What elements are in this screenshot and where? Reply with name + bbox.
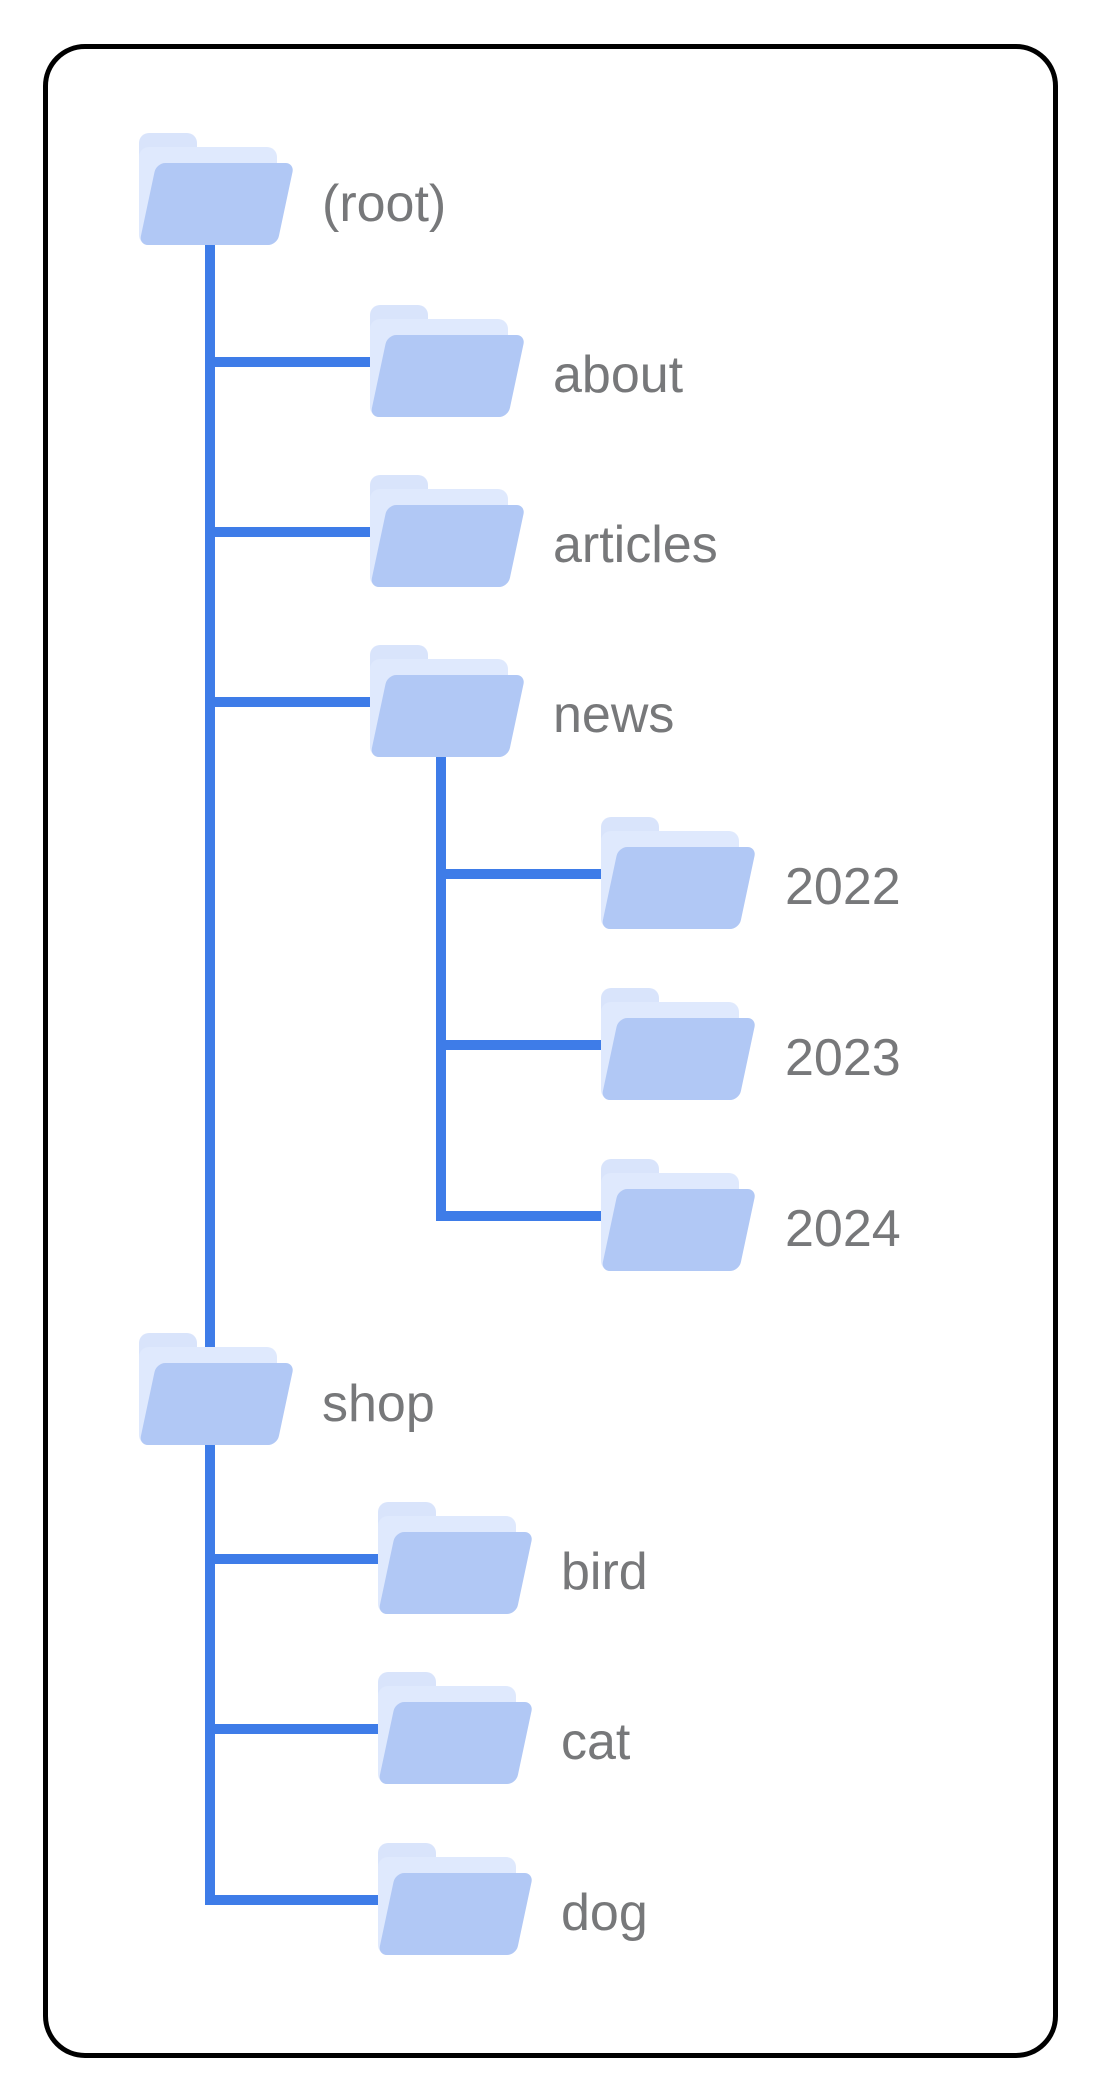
folder-label-cat: cat	[561, 1713, 631, 1771]
folder-front	[370, 505, 526, 587]
folder-front	[601, 1189, 757, 1271]
folder-front	[378, 1702, 534, 1784]
folder-icon-cat	[378, 1672, 534, 1784]
folder-icon-articles	[370, 475, 526, 587]
folder-label-about: about	[553, 346, 684, 404]
folder-label-y2024: 2024	[785, 1200, 901, 1258]
folder-label-articles: articles	[553, 516, 718, 574]
folder-front	[139, 1363, 295, 1445]
folder-label-y2022: 2022	[785, 858, 901, 916]
folder-front	[139, 163, 295, 245]
folder-icon-y2022	[601, 817, 757, 929]
folder-label-news: news	[553, 686, 675, 744]
connector-branch-line-about	[205, 357, 372, 367]
folder-icon-y2024	[601, 1159, 757, 1271]
folder-front	[370, 335, 526, 417]
folder-label-dog: dog	[561, 1884, 648, 1942]
folder-front	[378, 1873, 534, 1955]
folder-front	[378, 1532, 534, 1614]
connector-branch-line-articles	[205, 527, 372, 537]
connector-branch-line-cat	[205, 1724, 380, 1734]
connector-branch-line-y2023	[436, 1040, 603, 1050]
folder-icon-bird	[378, 1502, 534, 1614]
folder-icon-root	[139, 133, 295, 245]
folder-front	[601, 847, 757, 929]
diagram-frame	[43, 44, 1058, 2058]
connector-branch-line-bird	[205, 1554, 380, 1564]
folder-label-bird: bird	[561, 1543, 648, 1601]
connector-vertical-line-news	[436, 755, 446, 1221]
folder-icon-dog	[378, 1843, 534, 1955]
folder-front	[370, 675, 526, 757]
folder-icon-about	[370, 305, 526, 417]
folder-icon-news	[370, 645, 526, 757]
folder-label-shop: shop	[322, 1375, 435, 1433]
folder-front	[601, 1018, 757, 1100]
connector-vertical-line-root	[205, 245, 215, 1905]
connector-branch-line-dog	[205, 1895, 380, 1905]
connector-branch-line-news	[205, 697, 372, 707]
folder-label-y2023: 2023	[785, 1029, 901, 1087]
folder-label-root: (root)	[322, 175, 447, 233]
folder-icon-y2023	[601, 988, 757, 1100]
folder-icon-shop	[139, 1333, 295, 1445]
connector-branch-line-y2024	[436, 1211, 603, 1221]
connector-branch-line-y2022	[436, 869, 603, 879]
